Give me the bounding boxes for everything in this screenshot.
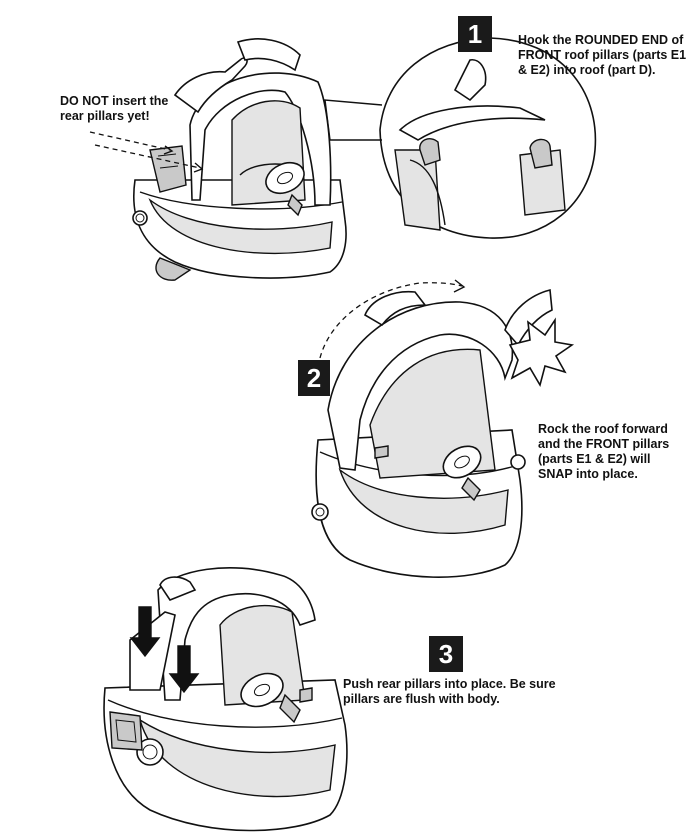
step3-car-illustration	[103, 566, 348, 832]
step-number: 3	[438, 638, 454, 669]
step1-detail-inset	[324, 37, 597, 239]
curved-arrow-icon	[319, 282, 463, 359]
snap-burst-icon	[508, 317, 575, 388]
step-number: 1	[467, 18, 483, 49]
step-number-badge: 3	[429, 636, 463, 672]
down-arrow-icon	[129, 606, 161, 658]
step2-car-illustration	[311, 279, 575, 578]
hand-icon	[363, 290, 427, 327]
step-number-badge: 1	[458, 16, 492, 52]
step1-instruction: Hook the ROUNDED END of FRONT roof pilla…	[518, 33, 687, 77]
step1-car-illustration	[89, 38, 347, 281]
warning-note: DO NOT insert the rear pillars yet!	[60, 94, 169, 123]
step-number-badge: 2	[298, 360, 330, 396]
step3-instruction: Push rear pillars into place. Be sure pi…	[343, 677, 556, 706]
down-arrow-icon	[168, 645, 200, 694]
step-number: 2	[306, 362, 322, 393]
step2-instruction: Rock the roof forward and the FRONT pill…	[538, 422, 670, 481]
